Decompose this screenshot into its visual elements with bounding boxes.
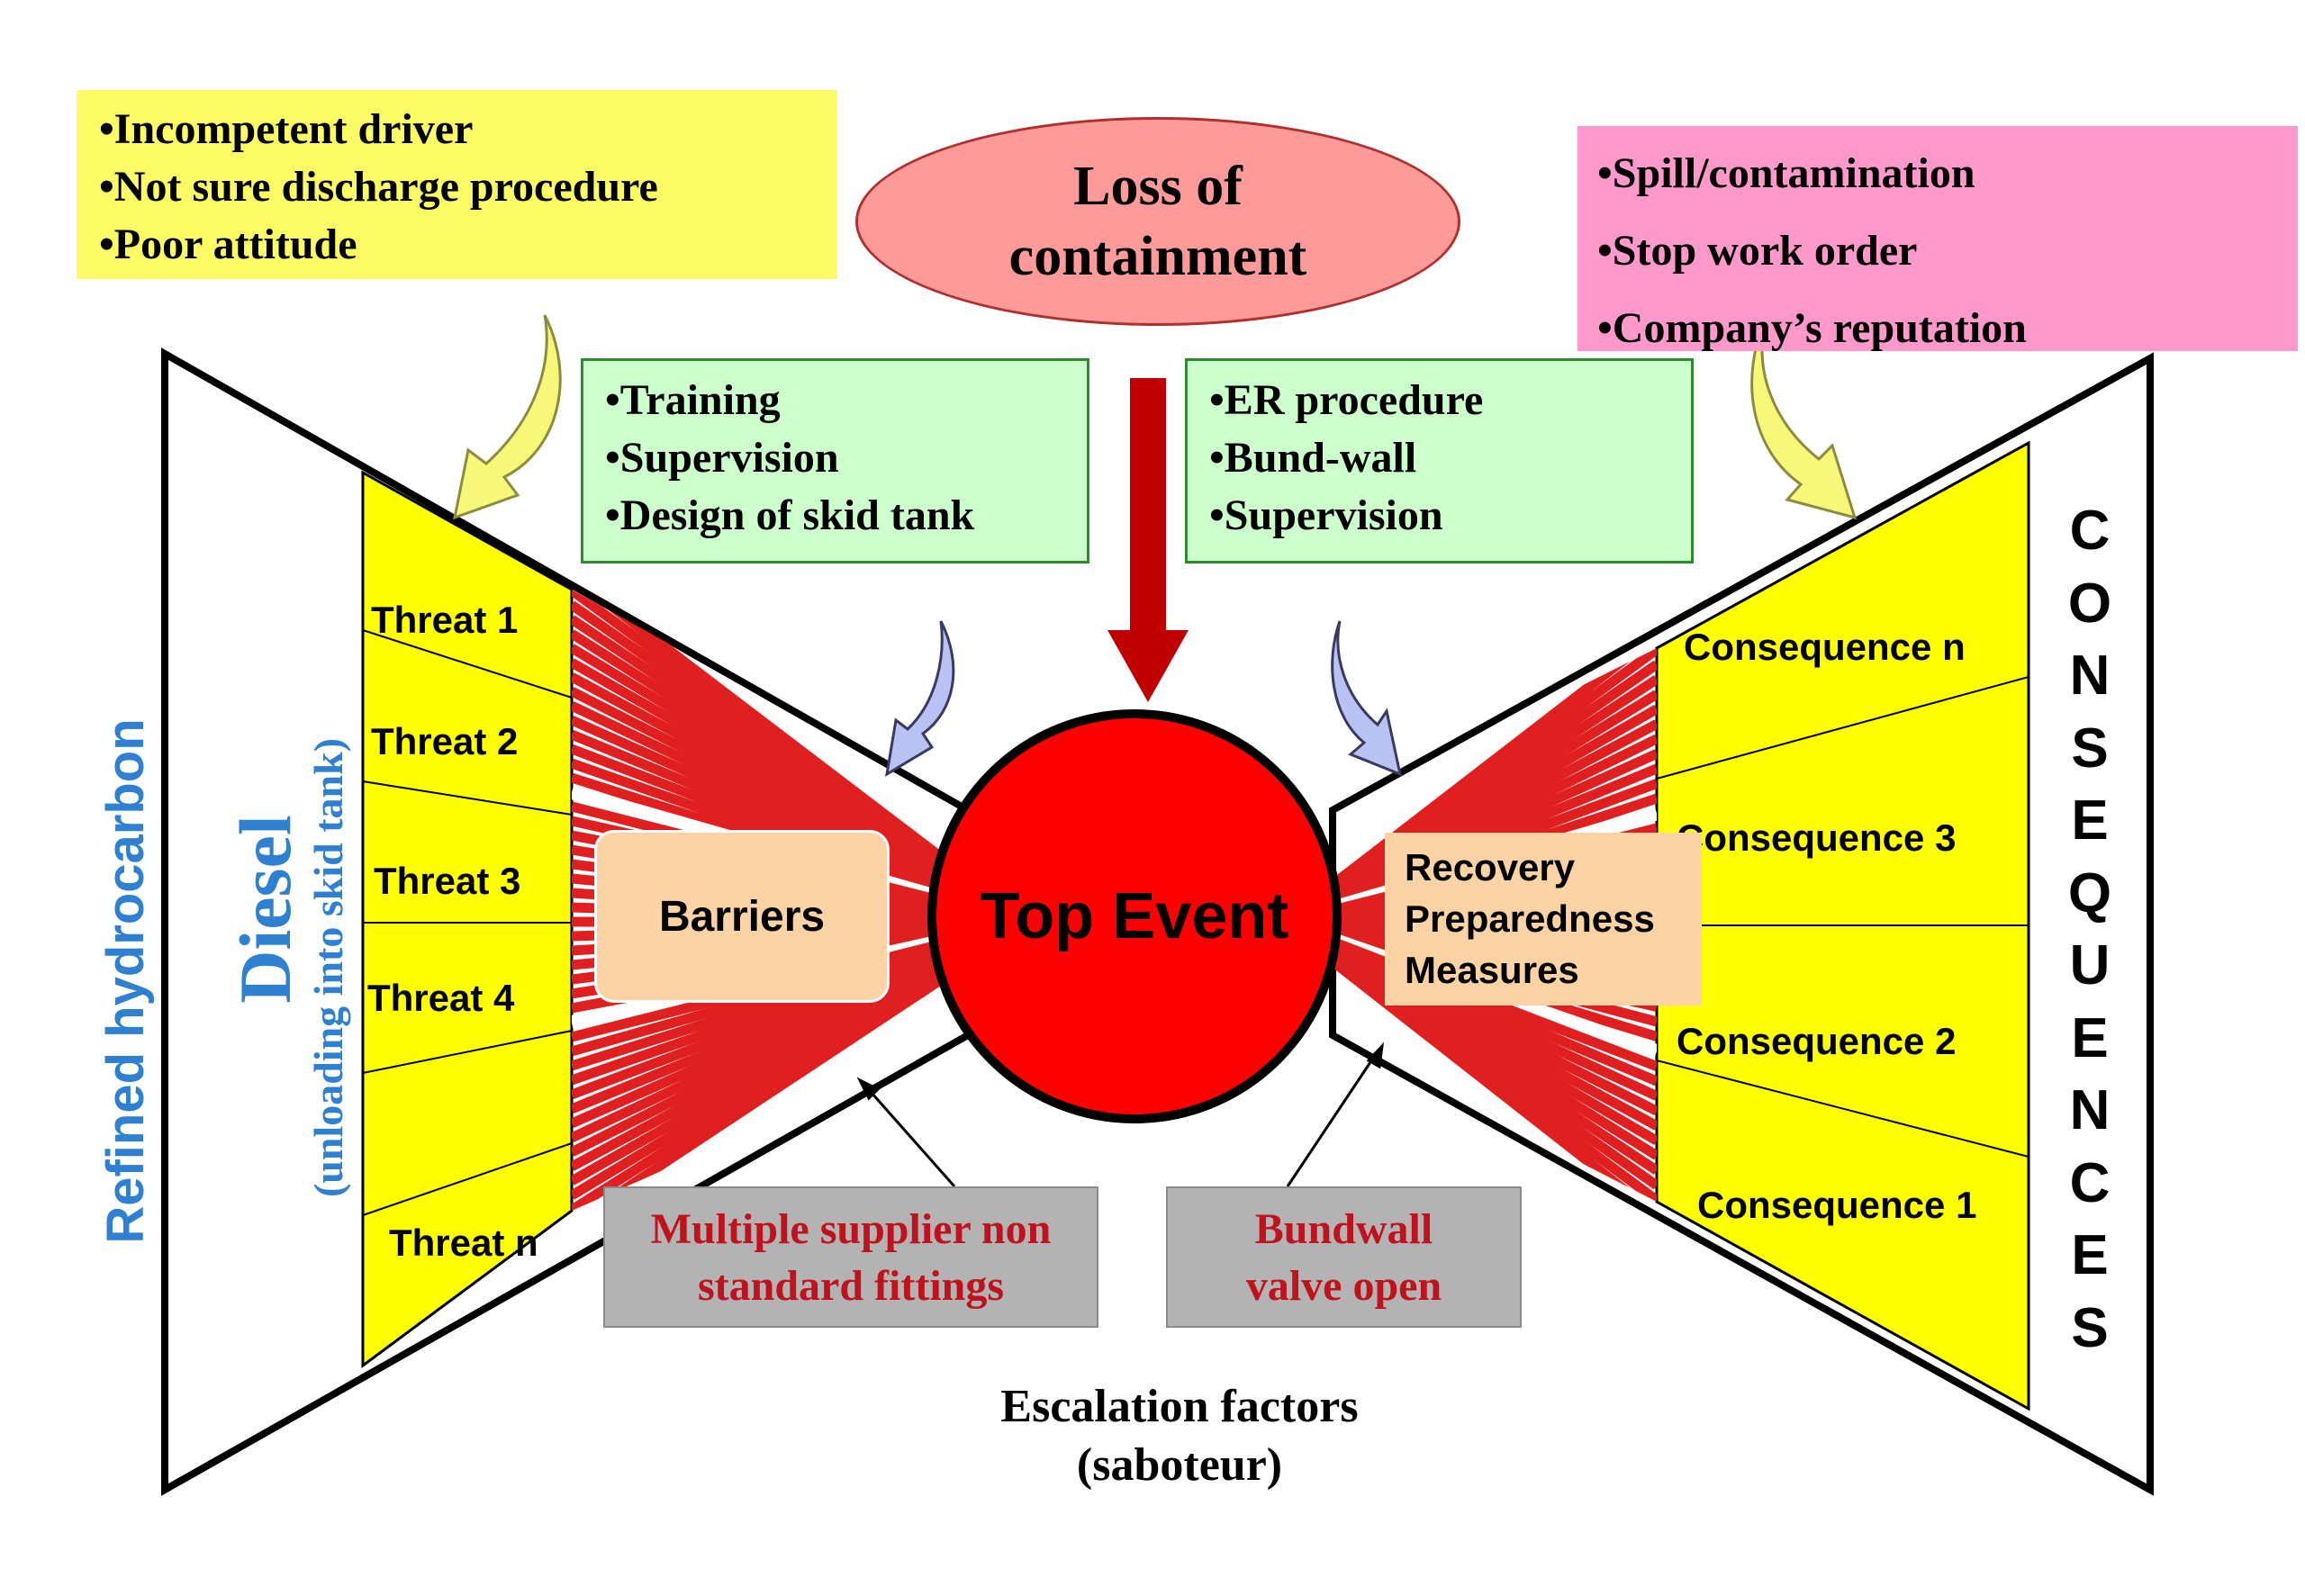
- escalation-factor-left: Multiple supplier non standard fittings: [603, 1186, 1098, 1328]
- threat-dividers: [362, 629, 573, 1216]
- right-yellow-arrow: [1750, 314, 1858, 520]
- side-title-letter: E: [2071, 789, 2109, 852]
- side-title-letter: S: [2071, 1296, 2109, 1359]
- side-title-letter: C: [2069, 500, 2111, 562]
- escalation-caption-line: Escalation factors: [1000, 1381, 1359, 1432]
- escalation-left-line: Multiple supplier non: [650, 1204, 1052, 1253]
- cause-item: •Poor attitude: [99, 221, 357, 268]
- recovery-line: Measures: [1405, 949, 1579, 991]
- threat-label-1: Threat 1: [371, 599, 519, 641]
- side-title-letter: N: [2069, 645, 2111, 707]
- mitigation-item: •Bund-wall: [1209, 434, 1417, 482]
- substance-label: Diesel: [224, 815, 306, 1004]
- right-lavender-arrow: [1331, 620, 1403, 777]
- threat-label-4: Threat 4: [367, 977, 515, 1019]
- consequence-label-n: Consequence n: [1684, 626, 1966, 668]
- causes-box: •Incompetent driver •Not sure discharge …: [77, 90, 837, 279]
- side-title-letter: N: [2069, 1079, 2111, 1141]
- cause-item: •Not sure discharge procedure: [99, 163, 658, 211]
- consequence-label-3: Consequence 3: [1677, 816, 1957, 859]
- left-yellow-arrow: [453, 314, 562, 520]
- side-title-letter: S: [2071, 717, 2109, 780]
- escalation-caption-line: (saboteur): [1076, 1439, 1283, 1491]
- prevention-controls-box: •Training •Supervision •Design of skid t…: [581, 358, 1089, 564]
- escalation-caption: Escalation factors (saboteur): [909, 1373, 1450, 1499]
- top-event-circle: [927, 709, 1342, 1123]
- threat-label-n: Threat n: [389, 1222, 538, 1264]
- impact-item: •Company’s reputation: [1597, 304, 2027, 352]
- side-title-letter: U: [2069, 934, 2111, 996]
- side-title-letter: E: [2071, 1006, 2109, 1069]
- recovery-line: Recovery: [1405, 846, 1576, 888]
- impact-item: •Spill/contamination: [1597, 149, 1975, 197]
- side-title-letter: Q: [2067, 861, 2112, 924]
- barriers-label: Barriers: [658, 892, 826, 941]
- threat-label-2: Threat 2: [371, 720, 519, 762]
- escalation-right-line: Bundwall: [1254, 1204, 1433, 1253]
- mitigation-controls-box: •ER procedure •Bund-wall •Supervision: [1185, 358, 1694, 564]
- left-lavender-arrow: [884, 620, 955, 777]
- barriers-box: Barriers: [594, 830, 890, 1003]
- fan-line: [1333, 953, 1657, 1202]
- prevention-item: •Supervision: [605, 434, 839, 482]
- prevention-item: •Design of skid tank: [605, 491, 975, 539]
- consequence-label-1: Consequence 1: [1697, 1184, 1977, 1226]
- side-title-letter: C: [2069, 1151, 2111, 1214]
- impact-item: •Stop work order: [1597, 227, 1918, 275]
- escalation-factor-right: Bundwall valve open: [1166, 1186, 1522, 1328]
- side-title-letter: E: [2071, 1224, 2109, 1286]
- consequence-label-2: Consequence 2: [1677, 1020, 1957, 1062]
- loss-of-containment-ellipse: Loss of containment: [855, 117, 1460, 326]
- escalation-pointers: [856, 1041, 1385, 1187]
- fan-line: [572, 954, 968, 1211]
- prevention-item: •Training: [605, 376, 781, 424]
- escalation-left-line: standard fittings: [697, 1261, 1005, 1310]
- impacts-box: •Spill/contamination •Stop work order •C…: [1577, 126, 2298, 352]
- side-title-letter: O: [2067, 572, 2112, 635]
- ellipse-line: containment: [1008, 226, 1307, 287]
- mitigation-item: •ER procedure: [1209, 376, 1484, 424]
- threat-region: [361, 470, 574, 1368]
- recovery-line: Preparedness: [1405, 897, 1655, 940]
- cause-item: •Incompetent driver: [99, 105, 474, 153]
- recovery-measures-box: Recovery Preparedness Measures: [1385, 833, 1702, 1005]
- activity-label: (unloading into skid tank): [305, 737, 351, 1198]
- hazard-label: Refined hydrocarbon: [96, 718, 155, 1244]
- escalation-right-line: valve open: [1245, 1261, 1442, 1310]
- threat-label-3: Threat 3: [374, 860, 521, 902]
- consequence-dividers: [1656, 676, 2029, 1158]
- down-arrow: [1107, 378, 1189, 702]
- ellipse-line: Loss of: [1073, 156, 1243, 217]
- top-event-label: Top Event: [980, 880, 1289, 952]
- mitigation-item: •Supervision: [1209, 491, 1443, 539]
